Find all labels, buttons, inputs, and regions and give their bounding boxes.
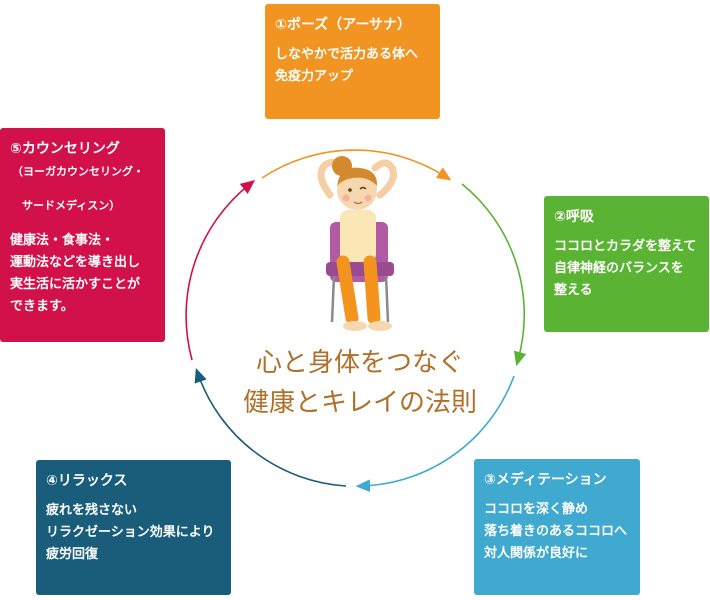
step-relax-title: ④リラックス bbox=[46, 473, 128, 489]
step-counseling-title: ⑤カウンセリング bbox=[10, 141, 120, 157]
arrow-breath-to-meditation bbox=[461, 183, 527, 367]
step-counseling-sub-2: サードメディスン） bbox=[22, 199, 121, 212]
step-breath-line-2: 自律神経のバランスを bbox=[554, 261, 684, 276]
step-counseling-line-3: 実生活に活かすことが bbox=[10, 277, 141, 292]
step-relax-box: ④リラックス 疲れを残さない リラクゼーション効果により 疲労回復 bbox=[36, 460, 231, 595]
step-relax-line-1: 疲れを残さない bbox=[46, 503, 138, 518]
step-meditation-box: ③メディテーション ココロを深く静め 落ち着きのあるココロへ 対人関係が良好に bbox=[474, 459, 640, 595]
step-relax-line-2: リラクゼーション効果により bbox=[46, 525, 215, 540]
step-pose-line-1: しなやかで活力ある体へ bbox=[275, 47, 419, 62]
center-title-line-2: 健康とキレイの法則 bbox=[242, 388, 477, 418]
arrow-counsel-to-pose bbox=[185, 180, 256, 361]
arrow-relax-to-counsel bbox=[194, 367, 347, 487]
step-breath-line-1: ココロとカラダを整えて bbox=[554, 239, 697, 254]
step-counseling-sub-1: （ヨーガカウンセリング・ bbox=[12, 165, 144, 178]
arrow-pose-to-breath bbox=[261, 149, 452, 181]
arrow-meditation-to-relax bbox=[355, 375, 515, 493]
woman-illustration bbox=[317, 156, 397, 331]
step-meditation-title: ③メディテーション bbox=[484, 472, 607, 488]
center-title-line-1: 心と身体をつなぐ bbox=[255, 348, 464, 378]
step-counseling-line-4: できます。 bbox=[10, 299, 74, 314]
step-pose-box: ①ポーズ（アーサナ） しなやかで活力ある体へ 免疫力アップ bbox=[265, 4, 440, 119]
step-meditation-line-3: 対人関係が良好に bbox=[484, 546, 589, 561]
step-breath-box: ②呼吸 ココロとカラダを整えて 自律神経のバランスを 整える bbox=[544, 196, 709, 332]
step-counseling-line-1: 健康法・食事法・ bbox=[10, 233, 115, 248]
step-meditation-line-1: ココロを深く静め bbox=[484, 502, 589, 517]
step-meditation-line-2: 落ち着きのあるココロへ bbox=[484, 524, 628, 539]
step-counseling-line-2: 運動法などを導き出し bbox=[10, 255, 141, 270]
step-breath-line-3: 整える bbox=[554, 283, 593, 298]
step-breath-title: ②呼吸 bbox=[554, 209, 594, 225]
step-counseling-box: ⑤カウンセリング （ヨーガカウンセリング・ サードメディスン） 健康法・食事法・… bbox=[0, 128, 165, 342]
step-pose-line-2: 免疫力アップ bbox=[275, 69, 354, 84]
step-pose-title: ①ポーズ（アーサナ） bbox=[275, 17, 412, 33]
step-relax-line-3: 疲労回復 bbox=[46, 547, 99, 562]
